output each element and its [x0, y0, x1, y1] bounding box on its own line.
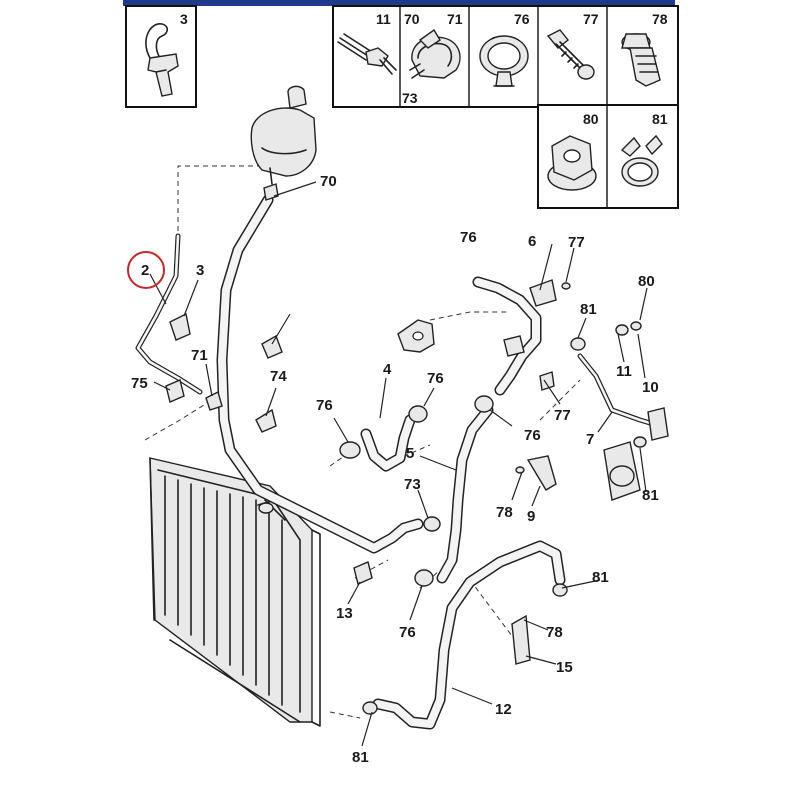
callout-9: 9: [527, 508, 535, 525]
legend-label-80: 80: [583, 111, 599, 127]
legend-label-76: 76: [514, 11, 530, 27]
spring-clamp-icon: [620, 134, 663, 187]
legend-label-77: 77: [583, 11, 599, 27]
callout-10: 10: [642, 379, 659, 396]
legend-label-73: 73: [402, 90, 418, 106]
callout-70: 70: [320, 173, 337, 190]
callout-4: 4: [383, 361, 392, 378]
legend-box-left: 3: [125, 5, 197, 108]
callout-81: 81: [642, 487, 659, 504]
callout-77: 77: [554, 407, 571, 424]
stud-bolt-icon: [337, 33, 397, 75]
dashed-guides: [144, 165, 581, 719]
callout-71: 71: [191, 347, 208, 364]
legend-label-81: 81: [652, 111, 668, 127]
legend-label-78: 78: [652, 11, 668, 27]
callout-2: 2: [141, 262, 149, 279]
hose-clamp-icon: [409, 28, 461, 79]
legend-label-11: 11: [376, 11, 391, 27]
callout-73: 73: [404, 476, 421, 493]
callout-81: 81: [352, 749, 369, 766]
small-parts: [165, 183, 669, 715]
callout-12: 12: [495, 701, 512, 718]
callout-74: 74: [270, 368, 287, 385]
callout-5: 5: [406, 445, 414, 462]
callout-76: 76: [524, 427, 541, 444]
callout-3: 3: [196, 262, 204, 279]
highlight-circle: [127, 251, 165, 289]
hoses: [135, 194, 663, 730]
hose-5: [436, 404, 494, 584]
callout-15: 15: [556, 659, 573, 676]
callout-6: 6: [528, 233, 536, 250]
clip-bracket-icon: [145, 23, 179, 97]
callout-76: 76: [399, 624, 416, 641]
expansion-tank: [250, 85, 317, 185]
callout-80: 80: [638, 273, 655, 290]
legend-box-right: 11 70 71 73 76 77 78 80 81: [332, 5, 679, 209]
flange-nut-icon: [547, 135, 597, 191]
callout-78: 78: [496, 504, 513, 521]
radiator: [149, 457, 321, 727]
callout-76: 76: [460, 229, 477, 246]
pipe-2: [135, 233, 203, 395]
header-bar: [123, 0, 675, 6]
flange-bolt-icon: [621, 33, 661, 87]
legend-label-3: 3: [180, 11, 188, 27]
callout-11: 11: [616, 363, 632, 380]
callout-76: 76: [316, 397, 333, 414]
callout-78: 78: [546, 624, 563, 641]
screw-icon: [546, 29, 595, 80]
callout-76: 76: [427, 370, 444, 387]
band-clamp-icon: [479, 35, 529, 87]
legend-label-70: 70: [404, 11, 420, 27]
callout-labels: 70 76 6 77 2 3 80 81 11 10 71 75 74 4 76…: [131, 173, 659, 766]
callout-7: 7: [586, 431, 594, 448]
callout-13: 13: [336, 605, 353, 622]
legend-label-71: 71: [447, 11, 463, 27]
callout-77: 77: [568, 234, 585, 251]
callout-75: 75: [131, 375, 148, 392]
callout-81: 81: [580, 301, 597, 318]
leader-lines: [149, 181, 648, 747]
callout-81: 81: [592, 569, 609, 586]
